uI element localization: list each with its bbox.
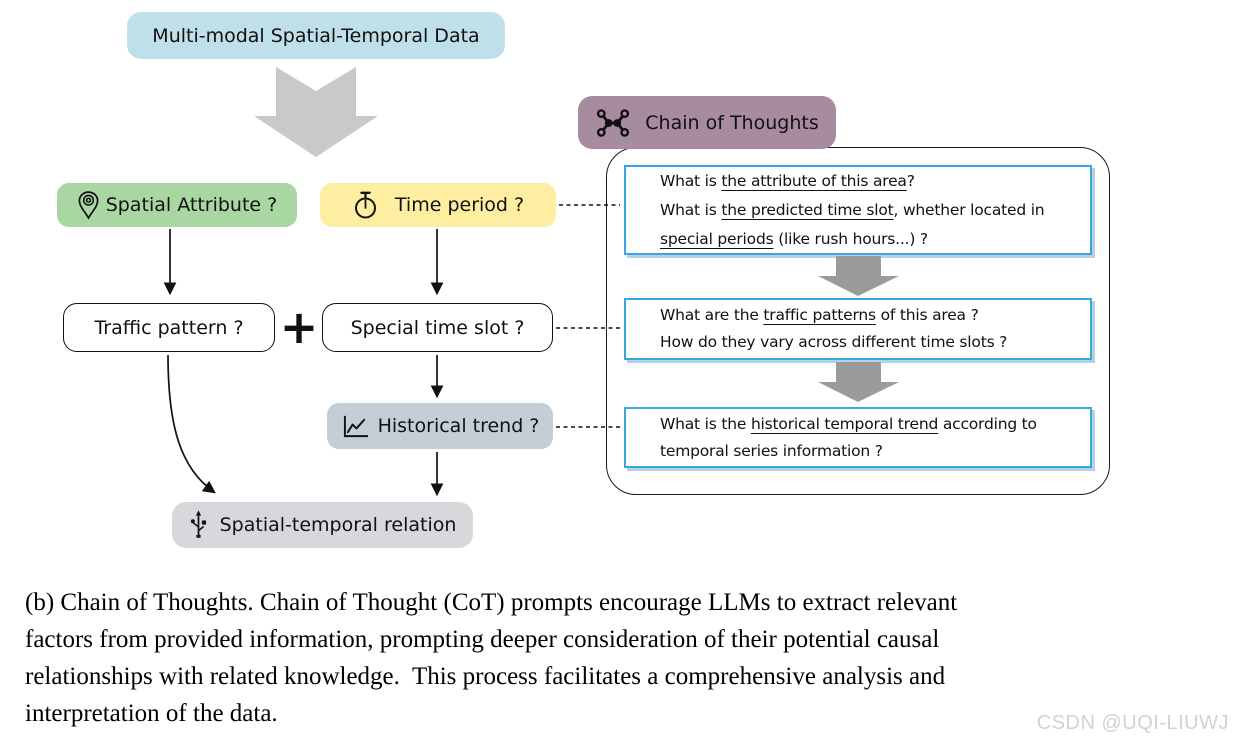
- node-special-time-slot: Special time slot ?: [322, 303, 553, 352]
- node-historical-trend: Historical trend ?: [327, 403, 553, 449]
- caption-line: (b) Chain of Thoughts. Chain of Thought …: [25, 589, 958, 616]
- question-line: What is the predicted time slot, whether…: [660, 196, 1090, 225]
- cot-question-box-1: What is the attribute of this area? What…: [624, 165, 1092, 255]
- question-text-segment: How do they vary across different time s…: [660, 333, 1008, 351]
- node-spatial-attribute-label: Spatial Attribute ?: [105, 194, 278, 216]
- question-text-segment: special periods: [660, 229, 774, 248]
- question-text-segment: the attribute of this area: [721, 171, 907, 190]
- cot-header-label: Chain of Thoughts: [645, 111, 819, 134]
- question-text-segment: the predicted time slot: [721, 200, 894, 219]
- node-time-period-label: Time period ?: [394, 194, 525, 216]
- node-spatial-temporal-relation: Spatial-temporal relation: [172, 502, 473, 548]
- node-spatial-attribute: Spatial Attribute ?: [57, 183, 297, 227]
- stopwatch-icon: [352, 190, 379, 220]
- flow-arrow-traffic-to-relation: [167, 354, 216, 494]
- node-multimodal-data-label: Multi-modal Spatial-Temporal Data: [152, 24, 480, 47]
- question-text-segment: (like rush hours...) ?: [773, 229, 928, 248]
- cot-question-box-3: What is the historical temporal trend ac…: [624, 407, 1092, 468]
- cot-question-box-2: What are the traffic patterns of this ar…: [624, 298, 1092, 360]
- node-multimodal-data: Multi-modal Spatial-Temporal Data: [127, 12, 505, 59]
- node-special-time-slot-label: Special time slot ?: [350, 316, 525, 339]
- question-text-segment: What are the: [660, 306, 764, 324]
- plus-operator-label: +: [279, 300, 319, 354]
- question-text-segment: ?: [906, 171, 915, 190]
- question-line: How do they vary across different time s…: [660, 329, 1090, 356]
- question-line: temporal series information ?: [660, 438, 1090, 465]
- location-pin-icon: [77, 190, 100, 221]
- plus-operator: +: [279, 301, 319, 353]
- question-line: What are the traffic patterns of this ar…: [660, 302, 1090, 329]
- node-traffic-pattern: Traffic pattern ?: [63, 303, 275, 352]
- question-line: What is the historical temporal trend ac…: [660, 411, 1090, 438]
- caption-line: interpretation of the data.: [25, 700, 278, 727]
- question-text-segment: of this area ?: [875, 306, 979, 324]
- question-text-segment: traffic patterns: [763, 306, 876, 324]
- cot-header: Chain of Thoughts: [578, 96, 836, 149]
- question-text-segment: What is: [660, 200, 722, 219]
- question-line: special periods (like rush hours...) ?: [660, 225, 1090, 254]
- node-historical-trend-label: Historical trend ?: [377, 415, 540, 437]
- line-chart-icon: [341, 413, 370, 440]
- figure-caption: (b) Chain of Thoughts. Chain of Thought …: [25, 584, 1175, 732]
- csdn-watermark: CSDN @UQI-LIUWJ: [1036, 712, 1229, 734]
- network-graph-icon: [595, 108, 631, 138]
- node-traffic-pattern-label: Traffic pattern ?: [94, 316, 244, 339]
- node-spatial-temporal-relation-label: Spatial-temporal relation: [219, 514, 457, 536]
- question-text-segment: What is the: [660, 414, 751, 433]
- question-text-segment: What is: [660, 171, 722, 190]
- question-text-segment: temporal series information ?: [660, 441, 883, 460]
- question-line: What is the attribute of this area?: [660, 167, 1090, 196]
- caption-line: factors from provided information, promp…: [25, 626, 940, 653]
- question-text-segment: according to: [938, 414, 1037, 433]
- big-down-arrow: [254, 67, 378, 157]
- usb-relation-icon: [189, 509, 208, 541]
- question-text-segment: historical temporal trend: [750, 414, 939, 433]
- node-time-period: Time period ?: [320, 183, 556, 227]
- caption-line: relationships with related knowledge. Th…: [25, 663, 946, 690]
- question-text-segment: , whether located in: [893, 200, 1045, 219]
